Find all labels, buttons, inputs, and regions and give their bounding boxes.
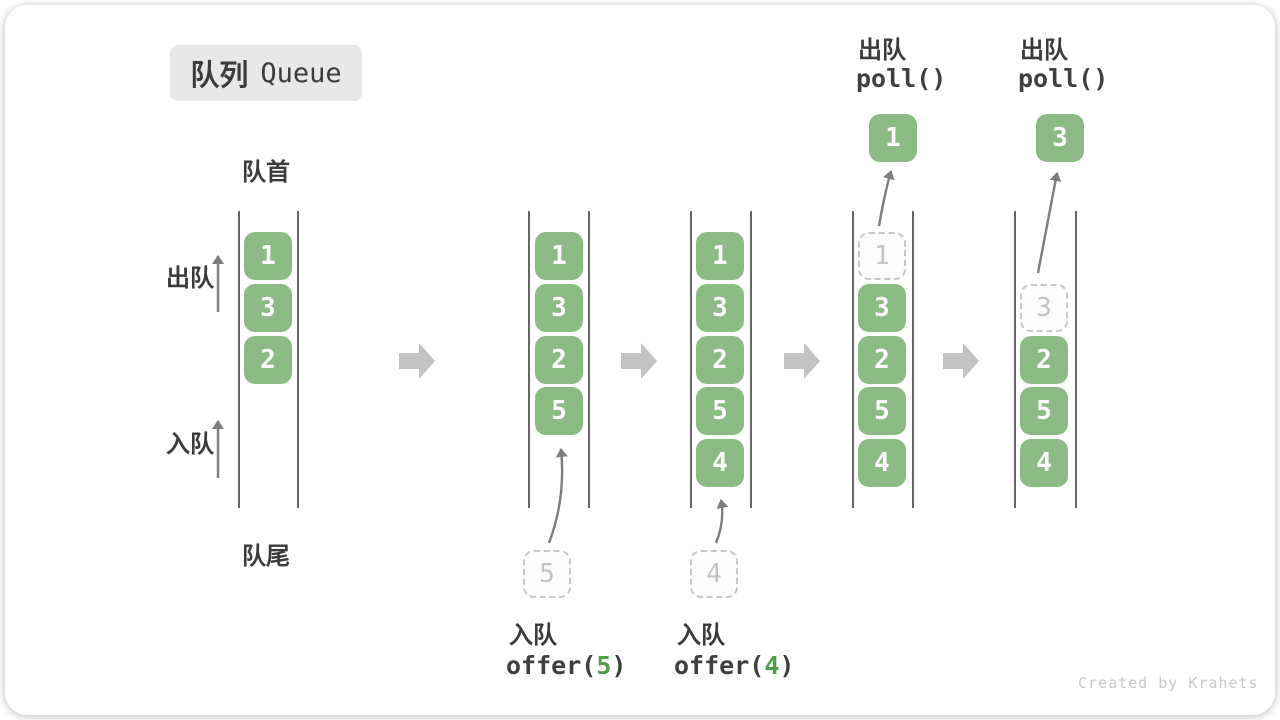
queue-item: 4 (696, 439, 744, 487)
code-offer-4-pre: offer( (674, 651, 765, 680)
queue-wall (528, 211, 530, 508)
code-poll-1: poll() (856, 64, 947, 93)
code-offer-4: offer(4) (674, 651, 794, 680)
diagram-card (5, 5, 1275, 715)
code-offer-5-arg: 5 (596, 651, 612, 680)
queue-wall (1075, 211, 1077, 508)
incoming-item-ghost: 5 (523, 550, 571, 598)
queue-item: 1 (244, 232, 292, 280)
code-offer-5-post: ) (611, 651, 627, 680)
queue-wall (912, 211, 914, 508)
title-en: Queue (260, 57, 342, 89)
label-queue-front: 队首 (242, 159, 290, 186)
label-enqueue-op2: 入队 (677, 622, 725, 649)
label-enqueue-op1: 入队 (509, 622, 557, 649)
queue-item: 4 (858, 439, 906, 487)
queue-item: 5 (1020, 387, 1068, 435)
watermark: Created by Krahets (1078, 674, 1259, 692)
queue-item: 4 (1020, 439, 1068, 487)
removed-item-ghost: 1 (858, 232, 906, 280)
polled-item-1: 1 (869, 114, 917, 162)
code-offer-5-pre: offer( (506, 651, 597, 680)
label-queue-rear: 队尾 (242, 543, 290, 570)
queue-item: 2 (1020, 336, 1068, 384)
label-dequeue-op1: 出队 (858, 37, 906, 64)
removed-item-ghost: 3 (1020, 284, 1068, 332)
label-dequeue-op2: 出队 (1020, 37, 1068, 64)
queue-wall (297, 211, 299, 508)
label-dequeue-side: 出队 (166, 265, 214, 292)
code-offer-4-post: ) (779, 651, 795, 680)
code-offer-5: offer(5) (506, 651, 626, 680)
label-enqueue-side: 入队 (166, 431, 214, 458)
code-offer-4-arg: 4 (764, 651, 780, 680)
title-chip: 队列 Queue (170, 45, 362, 101)
queue-item: 2 (535, 336, 583, 384)
queue-wall (852, 211, 854, 508)
code-poll-2: poll() (1018, 64, 1109, 93)
queue-item: 5 (696, 387, 744, 435)
queue-item: 3 (696, 284, 744, 332)
queue-item: 2 (858, 336, 906, 384)
queue-item: 2 (696, 336, 744, 384)
queue-item: 3 (535, 284, 583, 332)
queue-item: 3 (244, 284, 292, 332)
queue-wall (690, 211, 692, 508)
queue-item: 5 (535, 387, 583, 435)
title-zh: 队列 (190, 60, 249, 92)
queue-wall (238, 211, 240, 508)
queue-wall (588, 211, 590, 508)
queue-item: 5 (858, 387, 906, 435)
queue-wall (1014, 211, 1016, 508)
queue-item: 1 (696, 232, 744, 280)
queue-item: 1 (535, 232, 583, 280)
polled-item-3: 3 (1036, 114, 1084, 162)
incoming-item-ghost: 4 (690, 550, 738, 598)
queue-item: 2 (244, 336, 292, 384)
queue-item: 3 (858, 284, 906, 332)
queue-wall (750, 211, 752, 508)
